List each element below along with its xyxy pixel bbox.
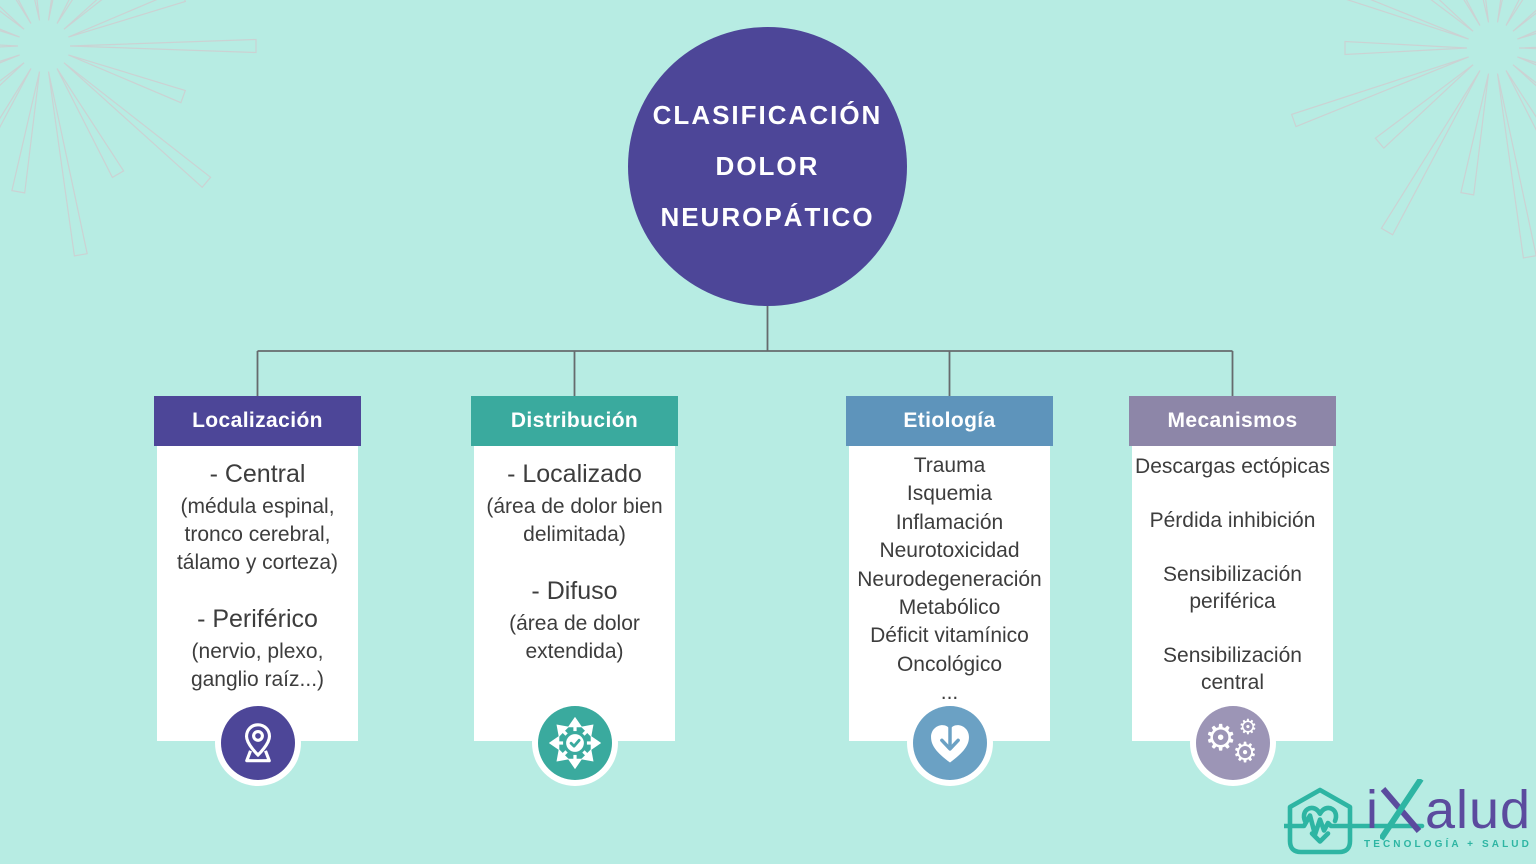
list-item: Neurodegeneración <box>857 567 1042 591</box>
title-circle: CLASIFICACIÓN DOLOR NEUROPÁTICO <box>628 27 907 306</box>
gears-icon: ⚙ ⚙ ⚙ <box>1189 700 1276 786</box>
title-line: CLASIFICACIÓN <box>652 100 883 130</box>
card-header-localizacion: Localización <box>154 396 361 446</box>
group-sub-line: ganglio raíz...) <box>190 668 325 691</box>
group-difuso: - Difuso (área de dolor extendida) <box>474 576 675 666</box>
entry-line: Pérdida inhibición <box>1149 509 1316 532</box>
entry-line: Sensibilización <box>1163 563 1302 586</box>
group-title: - Localizado <box>507 460 642 488</box>
entry-line: Sensibilización <box>1163 644 1302 667</box>
group-sub-line: tálamo y corteza) <box>176 551 339 574</box>
group-localizado: - Localizado (área de dolor bien delimit… <box>474 459 675 549</box>
gear-glyph: ⚙ <box>1232 736 1258 769</box>
gear-glyph: ⚙ <box>1238 715 1258 739</box>
logo-x-glyph <box>1380 779 1424 841</box>
card-body-etiologia: Trauma Isquemia Inflamación Neurotoxicid… <box>849 446 1050 741</box>
group-sub-line: (área de dolor <box>509 612 640 635</box>
card-body-localizacion: - Central (médula espinal, tronco cerebr… <box>157 446 358 741</box>
group-central: - Central (médula espinal, tronco cerebr… <box>157 459 358 577</box>
mechanism-entry: Sensibilización periférica <box>1132 561 1333 615</box>
card-body-distribucion: - Localizado (área de dolor bien delimit… <box>474 446 675 741</box>
entry-line: periférica <box>1189 590 1276 613</box>
list-item: Oncológico <box>896 652 1003 676</box>
group-sub-line: (área de dolor bien <box>486 495 663 518</box>
entry-line: central <box>1200 671 1265 694</box>
list-item: Trauma <box>913 454 986 477</box>
list-item: Déficit vitamínico <box>870 624 1029 648</box>
ixalud-logo-tagline: TECNOLOGÍA + SALUD <box>1364 839 1532 850</box>
card-header-mecanismos: Mecanismos <box>1129 396 1336 446</box>
ixalud-logo-icon <box>1284 787 1425 855</box>
group-sub-line: tronco cerebral, <box>184 523 331 546</box>
heart-down-arrow-icon <box>906 700 993 786</box>
group-periferico: - Periférico (nervio, plexo, ganglio raí… <box>157 604 358 694</box>
starburst-top-right-icon <box>1290 0 1536 259</box>
mechanism-entry: Pérdida inhibición <box>1132 507 1333 534</box>
card-header-etiologia: Etiología <box>846 396 1053 446</box>
card-localizacion: Localización - Central (médula espinal, … <box>154 396 361 786</box>
starburst-top-left-icon <box>0 0 257 257</box>
card-body-mecanismos: Descargas ectópicas Pérdida inhibición S… <box>1132 446 1333 741</box>
entry-line: Descargas ectópicas <box>1135 455 1330 478</box>
mechanism-entry: Sensibilización central <box>1132 642 1333 696</box>
list-item: Isquemia <box>906 482 993 506</box>
group-title: - Central <box>209 460 306 488</box>
group-sub-line: delimitada) <box>523 523 626 546</box>
logo-name-prefix: i <box>1366 780 1379 840</box>
expand-arrows-icon <box>531 700 618 786</box>
group-sub-line: (nervio, plexo, <box>191 640 324 663</box>
card-mecanismos: Mecanismos Descargas ectópicas Pérdida i… <box>1129 396 1336 786</box>
list-item: Neurotoxicidad <box>879 539 1020 563</box>
logo-name-suffix: alud <box>1425 780 1532 840</box>
card-header-distribucion: Distribución <box>471 396 678 446</box>
list-item: Inflamación <box>895 510 1004 534</box>
group-title: - Difuso <box>531 577 618 605</box>
card-distribucion: Distribución - Localizado (área de dolor… <box>471 396 678 786</box>
group-title: - Periférico <box>197 605 318 633</box>
gear-glyph: ⚙ <box>1204 718 1237 759</box>
group-sub-line: (médula espinal, <box>180 495 335 518</box>
list-item: ... <box>940 681 959 705</box>
title-line: NEUROPÁTICO <box>660 202 875 232</box>
title-line: DOLOR <box>715 151 820 181</box>
mechanism-entry: Descargas ectópicas <box>1132 453 1333 480</box>
list-item: Metabólico <box>898 596 1001 620</box>
map-pin-icon <box>214 700 301 786</box>
group-sub-line: extendida) <box>525 640 624 663</box>
card-etiologia: Etiología Trauma Isquemia Inflamación Ne… <box>846 396 1053 786</box>
